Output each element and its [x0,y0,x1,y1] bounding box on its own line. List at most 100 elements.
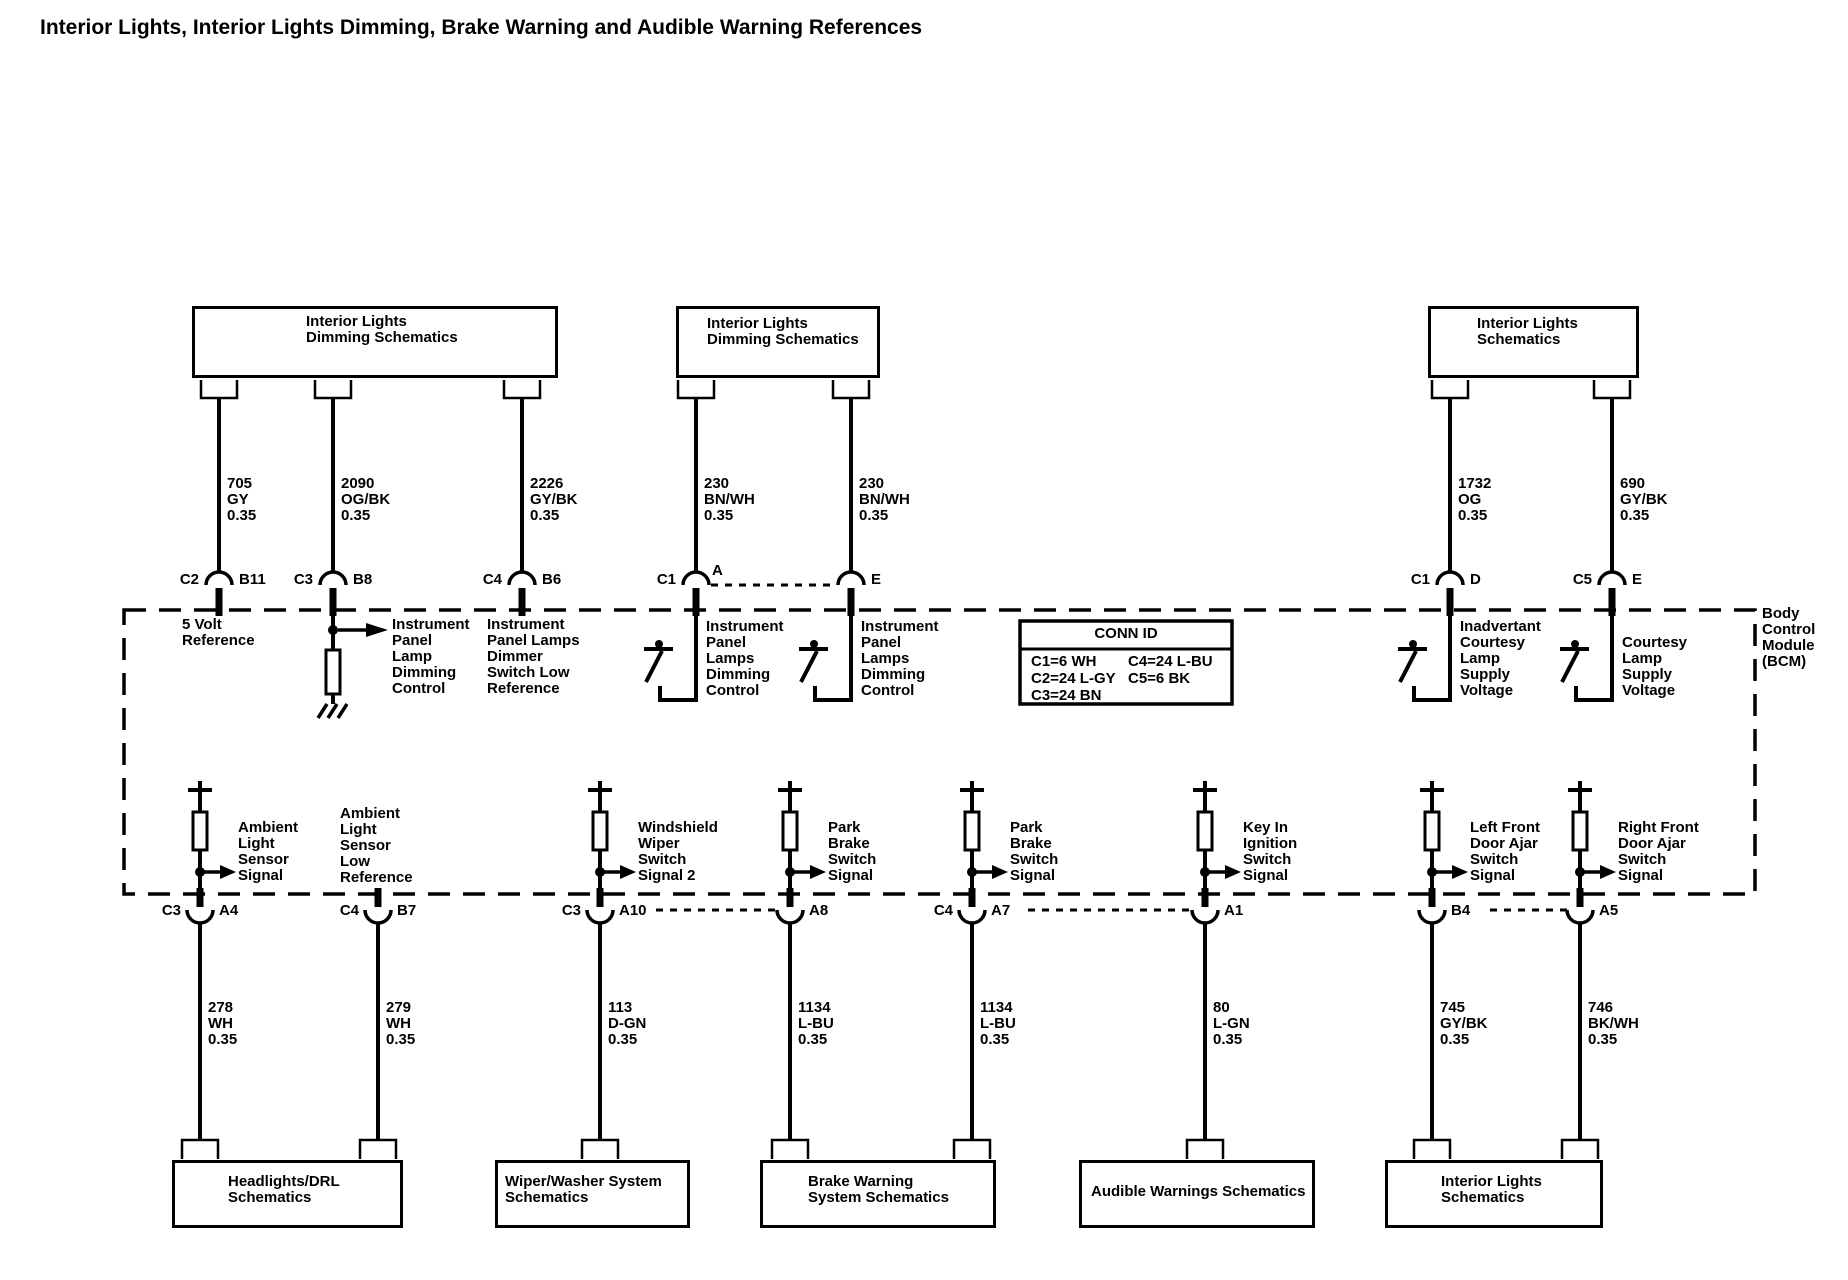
arrow-icon [1452,865,1468,879]
pin-label: B4 [1451,902,1471,919]
bcm-signal-label: Instrument Panel Lamps Dimmer Switch Low… [487,616,580,697]
pin-label: E [871,571,882,588]
arrow-icon [620,865,636,879]
bcm-signal-label: Instrument Panel Lamp Dimming Control [392,616,470,697]
bcm-signal-label: Inadvertant Courtesy Lamp Supply Voltage [1460,618,1541,699]
ref-box-label: Audible Warnings Schematics [1091,1183,1306,1200]
bcm-signal-label: Key In Ignition Switch Signal [1243,819,1298,884]
ref-box-label: Headlights/DRL Schematics [228,1173,340,1206]
conn-id-col2: C4=24 L-BU C5=6 BK [1128,653,1213,687]
arrow-icon [1600,865,1616,879]
page-title: Interior Lights, Interior Lights Dimming… [40,16,923,39]
ground-icon [316,703,349,719]
pin-label: D [1470,571,1481,588]
wire-terminal-icon [199,380,1632,400]
bcm-signal-label: Courtesy Lamp Supply Voltage [1622,634,1688,699]
ref-box-interior-lights [1428,306,1639,378]
bcm-input-symbols [188,781,1616,894]
bcm-signal-label: 5 Volt Reference [182,616,255,649]
pin-label: A4 [219,902,239,919]
ref-box-label: Brake Warning System Schematics [808,1173,949,1206]
pin-label: B7 [397,902,417,919]
resistor-icon [1196,810,1214,852]
arrow-icon [366,623,388,637]
bcm-signal-label: Windshield Wiper Switch Signal 2 [638,819,718,884]
ref-box-label: Interior Lights Schematics [1441,1173,1542,1206]
pin-label: A5 [1599,902,1619,919]
pin-label: B8 [353,571,373,588]
connector-stub [196,888,1584,907]
connector-label: C3 [561,902,581,919]
bcm-signal-label: Ambient Light Sensor Low Reference [340,805,413,886]
pin-label: E [1632,571,1643,588]
junction-dot-icon [328,625,338,635]
resistor-icon [1423,810,1441,852]
connector-label: C3 [293,571,313,588]
dimming-control-branch [316,616,388,719]
resistor-icon [781,810,799,852]
connector-icon [204,570,1627,586]
connector-label: C4 [933,902,953,919]
resistor-icon [591,810,609,852]
wire [217,398,1614,572]
pin-label: A [712,562,723,579]
bcm-boundary [122,608,1757,896]
connector-stub [215,588,1616,616]
resistor-icon [191,810,209,852]
connector-label: C4 [339,902,359,919]
bcm-signal-label: Instrument Panel Lamps Dimming Control [861,618,939,699]
ref-box-headlights-drl [172,1160,403,1228]
pin-label: A7 [991,902,1011,919]
bcm-signal-label: Instrument Panel Lamps Dimming Control [706,618,784,699]
ref-box-label: Interior Lights Schematics [1477,315,1578,348]
connector-label: C1 [1410,571,1430,588]
pin-label: A1 [1224,902,1244,919]
ref-box-label: Interior Lights Dimming Schematics [707,315,859,348]
ref-box-label: Wiper/Washer System Schematics [505,1173,662,1206]
arrow-icon [1225,865,1241,879]
ref-box-audible-warnings [1079,1160,1315,1228]
connector-label: C4 [482,571,502,588]
resistor-icon [963,810,981,852]
ref-box-wiper-washer [495,1160,690,1228]
resistor-icon [324,648,342,696]
wire [198,923,1582,1140]
connector-label: C1 [656,571,676,588]
arrow-icon [810,865,826,879]
bcm-signal-label: Right Front Door Ajar Switch Signal [1618,819,1699,884]
conn-id-col1: C1=6 WH C2=24 L-GY C3=24 BN [1031,653,1116,704]
ref-box-interior-lights-dimming-2 [676,306,880,378]
connector-label: C3 [161,902,181,919]
resistor-icon [1571,810,1589,852]
conn-id-title: CONN ID [1094,625,1158,642]
arrow-icon [992,865,1008,879]
bcm-signal-label: Ambient Light Sensor Signal [238,819,298,884]
bcm-label: Body Control Module (BCM) [1762,605,1816,670]
ref-box-interior-lights-dimming-1 [192,306,558,378]
connector-label: C2 [179,571,199,588]
pin-label: A10 [619,902,647,919]
pin-label: A8 [809,902,829,919]
bcm-signal-label: Left Front Door Ajar Switch Signal [1470,819,1540,884]
connector-label: C5 [1572,571,1592,588]
pin-label: B6 [542,571,562,588]
wire-terminal-icon [180,1138,1600,1159]
bcm-signal-label: Park Brake Switch Signal [828,819,877,884]
